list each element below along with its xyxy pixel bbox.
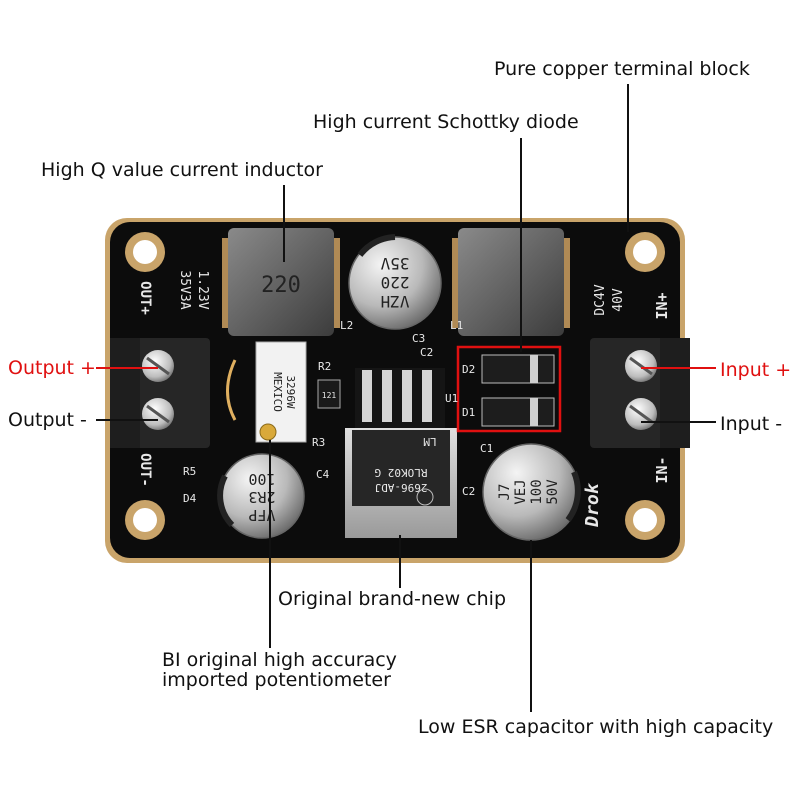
inductor-l1 xyxy=(452,228,570,336)
out-plus-label: OUT+ xyxy=(137,281,153,315)
cap-right-line4: 50V xyxy=(545,479,561,505)
ref-r3: R3 xyxy=(312,436,325,449)
ref-l2: L2 xyxy=(340,319,353,332)
callout-potentiometer-line1: BI original high accuracy xyxy=(162,649,397,671)
in-plus-label: IN+ xyxy=(653,292,671,319)
pot-line1: 3296W xyxy=(284,375,297,408)
output-spec-2: 35V3A xyxy=(177,270,192,309)
ref-r5: R5 xyxy=(183,465,196,478)
silkscreen: OUT+ OUT- 35V3A 1.23V DC4V 40V IN+ IN- D… xyxy=(137,270,671,527)
potentiometer: 3296W MEXICO xyxy=(226,341,307,443)
cap-right-line3: 100 xyxy=(529,479,545,504)
callout-potentiometer-line2: imported potentiometer xyxy=(162,669,391,691)
mounting-holes xyxy=(125,232,665,540)
cap-small-line3: 35V xyxy=(380,254,409,273)
capacitor-left: VFP 2R3 100 xyxy=(217,453,305,539)
cap-left-line3: 100 xyxy=(248,470,275,488)
callout-input-minus: Input - xyxy=(720,413,783,435)
terminal-block-right xyxy=(590,338,690,448)
callout-chip: Original brand-new chip xyxy=(278,588,506,610)
ref-c2-lower: C2 xyxy=(462,485,475,498)
callout-output-plus: Output + xyxy=(8,357,96,379)
cap-right-line2: VEJ xyxy=(513,479,529,504)
ref-c3: C3 xyxy=(412,332,425,345)
callout-terminal-block: Pure copper terminal block xyxy=(494,58,750,80)
cap-left-line1: VFP xyxy=(248,506,275,524)
input-spec-1: DC4V xyxy=(593,284,608,315)
out-minus-label: OUT- xyxy=(137,453,153,487)
ref-l1: L1 xyxy=(450,319,463,332)
resistor-r1: 121 xyxy=(317,379,341,409)
ref-d4: D4 xyxy=(183,492,197,505)
input-spec-2: 40V xyxy=(611,288,626,312)
ref-c4: C4 xyxy=(316,468,330,481)
capacitor-small: VZH 220 35V xyxy=(348,234,442,330)
regulator-chip: 2696-ADJ RLOK02 G LM xyxy=(345,368,457,538)
ref-d1: D1 xyxy=(462,406,475,419)
callout-capacitor: Low ESR capacitor with high capacity xyxy=(418,716,774,738)
highlight-box xyxy=(456,345,562,433)
brand-logo: Drok xyxy=(582,482,603,528)
inductor-marking: 220 xyxy=(261,273,301,298)
cap-left-line2: 2R3 xyxy=(248,488,275,506)
ref-c1: C1 xyxy=(480,442,493,455)
callout-inductor: High Q value current inductor xyxy=(41,159,323,181)
chip-line2: RLOK02 G xyxy=(375,466,428,479)
ref-c2: C2 xyxy=(420,346,433,359)
chip-line3: LM xyxy=(423,435,437,448)
cap-small-line1: VZH xyxy=(381,292,410,311)
callout-input-plus: Input + xyxy=(720,359,792,381)
terminal-block-left xyxy=(110,338,210,448)
callout-schottky: High current Schottky diode xyxy=(313,111,579,133)
callout-output-minus: Output - xyxy=(8,409,87,431)
cap-right-line1: J7 xyxy=(497,484,513,501)
inductor-l2: 220 xyxy=(222,228,340,336)
capacitor-right: J7 VEJ 100 50V xyxy=(482,443,581,541)
ref-u1: U1 xyxy=(445,392,458,405)
output-spec-1: 1.23V xyxy=(195,270,210,309)
schottky-diodes xyxy=(456,345,562,433)
ref-d2: D2 xyxy=(462,363,475,376)
pot-line2: MEXICO xyxy=(271,372,284,412)
callout-pointers xyxy=(96,84,716,712)
ref-r2: R2 xyxy=(318,360,331,373)
in-minus-label: IN- xyxy=(653,456,671,483)
resistor-marking: 121 xyxy=(322,391,337,400)
chip-line1: 2696-ADJ xyxy=(375,481,428,494)
cap-small-line2: 220 xyxy=(381,273,410,292)
